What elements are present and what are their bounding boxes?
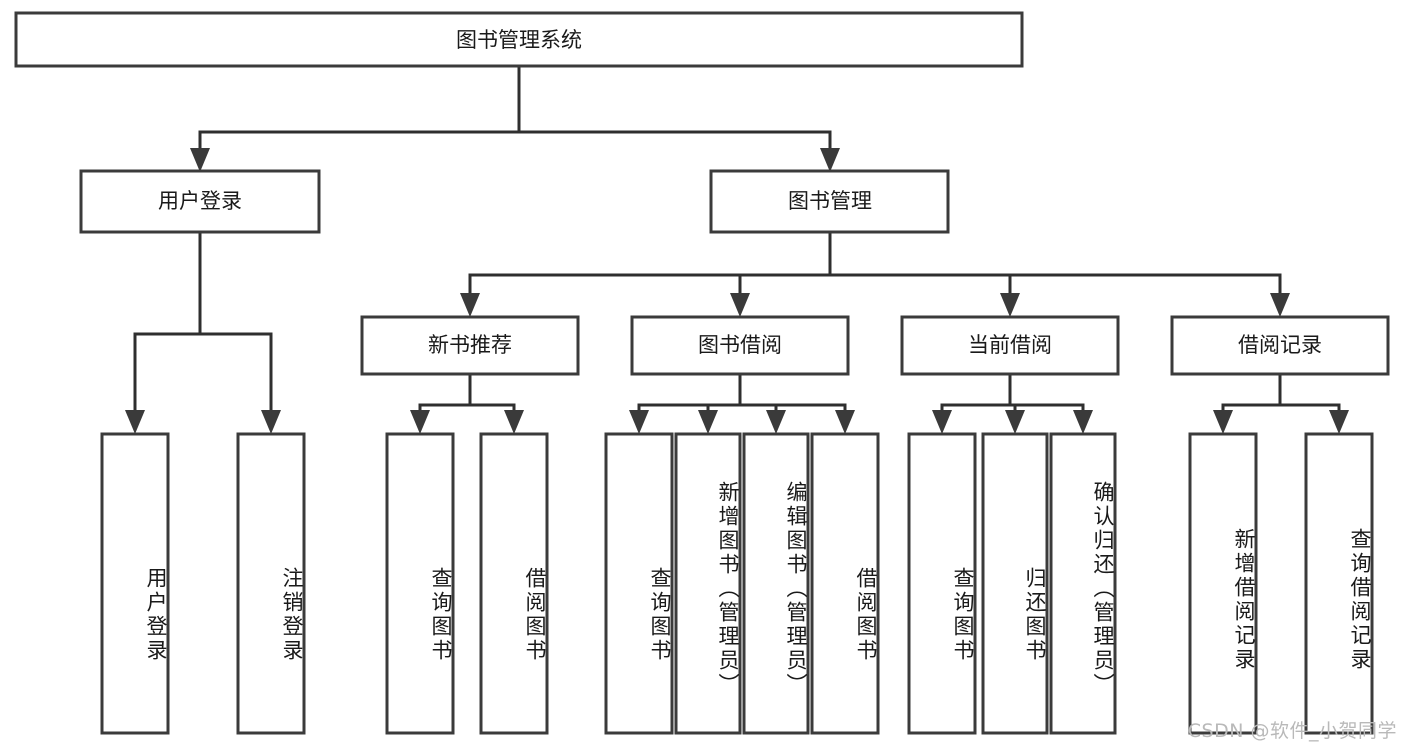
leaf-box-return-book[interactable] — [981, 432, 1049, 735]
node-root-system[interactable]: 图书管理系统 — [14, 11, 1024, 68]
node-borrow-records[interactable]: 借阅记录 — [1170, 315, 1390, 376]
arrow-head-leaf-10 — [1005, 410, 1025, 434]
connector-root-to-level2 — [190, 64, 840, 172]
arrow-head-leaf-2 — [261, 410, 281, 434]
leaf-box-borrow-book[interactable] — [810, 432, 880, 735]
leaf-boxes — [100, 432, 1374, 735]
leaf-box-user-login[interactable] — [100, 432, 170, 735]
arrow-head-leaf-11 — [1073, 410, 1093, 434]
node-new-book-recommend-label: 新书推荐 — [428, 333, 512, 357]
leaf-box-add-book-admin[interactable] — [674, 432, 742, 735]
node-root-system-box[interactable] — [14, 11, 1024, 68]
node-book-borrow-label: 图书借阅 — [698, 333, 782, 357]
node-borrow-records-box[interactable] — [1170, 315, 1390, 376]
leaf-box-query-book-rec[interactable] — [385, 432, 455, 735]
arrow-head-leaf-6 — [698, 410, 718, 434]
arrow-head-records — [1270, 293, 1290, 317]
arrow-head-leaf-5 — [629, 410, 649, 434]
leaf-box-query-book-borrow[interactable] — [604, 432, 674, 735]
csdn-watermark: CSDN @软件_小贺同学 — [1187, 720, 1397, 742]
connector-records-to-leaves — [1213, 372, 1349, 434]
node-book-management-label: 图书管理 — [788, 189, 872, 213]
node-current-borrow-box[interactable] — [900, 315, 1120, 376]
node-book-management-box[interactable] — [709, 169, 950, 234]
node-user-login[interactable]: 用户登录 — [79, 169, 321, 234]
node-borrow-records-label: 借阅记录 — [1238, 333, 1322, 357]
connector-borrow-to-leaves — [629, 372, 855, 434]
node-current-borrow[interactable]: 当前借阅 — [900, 315, 1120, 376]
connector-new-book-to-leaves — [410, 372, 524, 434]
leaf-box-logout[interactable] — [236, 432, 306, 735]
node-current-borrow-label: 当前借阅 — [968, 333, 1052, 357]
node-user-login-box[interactable] — [79, 169, 321, 234]
arrow-head-book-mgmt — [820, 148, 840, 172]
arrow-head-leaf-9 — [932, 410, 952, 434]
node-user-login-label: 用户登录 — [158, 189, 242, 213]
arrow-head-current — [1000, 293, 1020, 317]
arrow-head-leaf-3 — [410, 410, 430, 434]
arrow-head-leaf-13 — [1329, 410, 1349, 434]
arrow-head-leaf-1 — [125, 410, 145, 434]
arrow-head-leaf-4 — [504, 410, 524, 434]
node-book-borrow-box[interactable] — [630, 315, 850, 376]
node-new-book-recommend[interactable]: 新书推荐 — [360, 315, 580, 376]
arrow-head-borrow — [730, 293, 750, 317]
node-root-system-label: 图书管理系统 — [456, 28, 582, 52]
arrow-head-leaf-12 — [1213, 410, 1233, 434]
arrow-head-new-book — [460, 293, 480, 317]
leaf-box-confirm-return-admin[interactable] — [1049, 432, 1117, 735]
connector-book-mgmt-to-level3 — [460, 230, 1290, 317]
leaf-box-query-book-current[interactable] — [907, 432, 977, 735]
node-book-borrow[interactable]: 图书借阅 — [630, 315, 850, 376]
connector-current-to-leaves — [932, 372, 1093, 434]
connector-user-login-to-leaves — [125, 230, 281, 434]
leaf-box-borrow-book-rec[interactable] — [479, 432, 549, 735]
leaf-box-add-borrow-record[interactable] — [1188, 432, 1258, 735]
arrow-head-leaf-7 — [766, 410, 786, 434]
arrow-head-user-login — [190, 148, 210, 172]
leaf-box-query-borrow-record[interactable] — [1304, 432, 1374, 735]
leaf-box-edit-book-admin[interactable] — [742, 432, 810, 735]
node-book-management[interactable]: 图书管理 — [709, 169, 950, 234]
arrow-head-leaf-8 — [835, 410, 855, 434]
node-new-book-recommend-box[interactable] — [360, 315, 580, 376]
